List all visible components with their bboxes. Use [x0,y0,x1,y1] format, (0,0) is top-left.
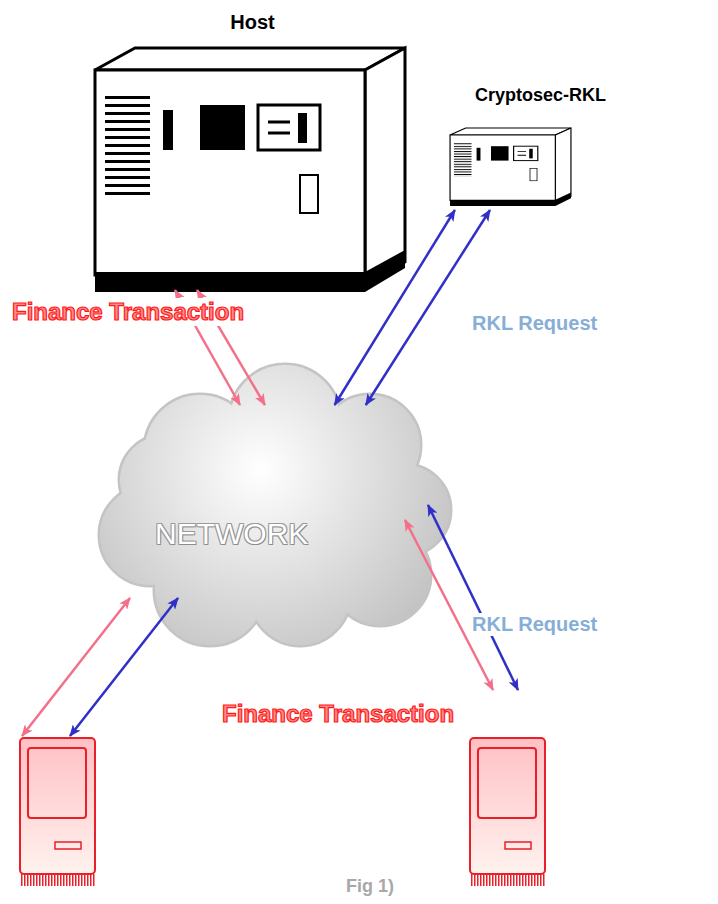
host-server [95,48,405,292]
flow-label: Finance Transaction [220,700,456,728]
cloud-node: NETWORK [150,405,410,610]
node-heading: Host [230,11,274,34]
client-arrows [22,505,518,736]
edge-label: Finance Transaction [10,298,246,326]
client-terminal [20,738,95,886]
server-node: Host [95,5,410,290]
flow-label: RKL Request [470,613,599,636]
client-terminal [470,738,545,886]
server-node: Cryptosec-RKL [445,85,625,210]
link-arrow [366,210,490,405]
rkl-server [450,128,571,206]
node-heading: Cryptosec-RKL [475,85,606,106]
network-cloud [100,365,450,645]
link-arrow [335,210,455,405]
node-heading: NETWORK [155,517,308,551]
figure-caption: Fig 1) [344,876,396,897]
edge-label: RKL Request [470,312,599,335]
